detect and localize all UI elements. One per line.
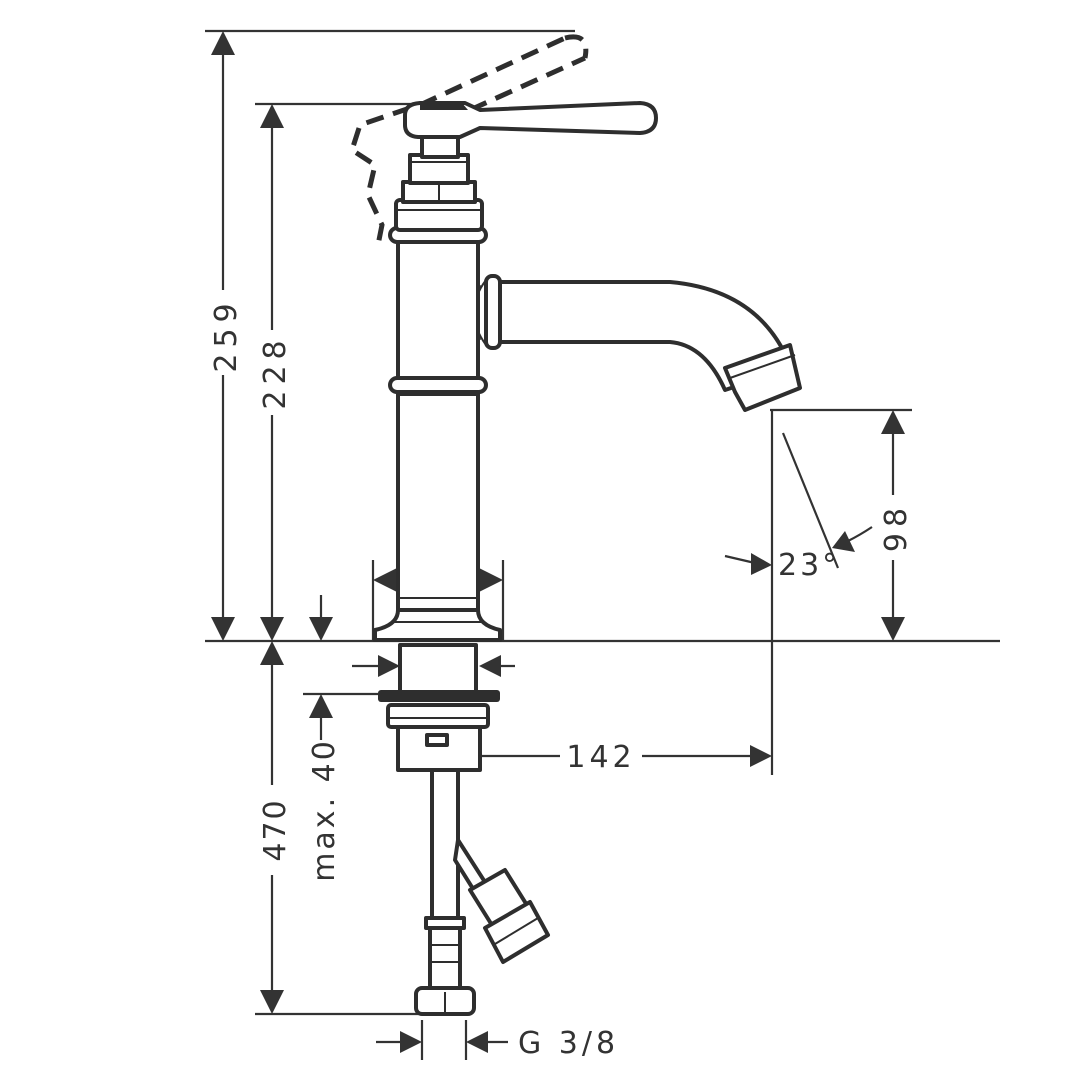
dimension-259: 259 bbox=[209, 31, 244, 641]
dimension-max-40: max. 40 bbox=[307, 694, 342, 882]
dimension-98: 98 bbox=[879, 410, 914, 641]
dim-g38-label: G 3/8 bbox=[518, 1026, 619, 1061]
dim-228-label: 228 bbox=[258, 334, 293, 409]
lever-handle bbox=[403, 101, 658, 139]
lever-raised-dashed bbox=[349, 34, 589, 246]
dimension-470: 470 bbox=[258, 641, 293, 1014]
dim-470-label: 470 bbox=[258, 798, 293, 861]
supply-hoses bbox=[414, 768, 550, 1016]
dim-98-label: 98 bbox=[879, 502, 914, 552]
valve-head bbox=[394, 133, 484, 232]
spout bbox=[473, 274, 802, 412]
faucet-illustration bbox=[349, 34, 802, 1016]
dimension-142: 142 bbox=[441, 740, 772, 775]
dimension-23-degrees: 23° bbox=[724, 432, 873, 583]
extension-lines bbox=[205, 29, 1000, 1016]
dim-259-label: 259 bbox=[209, 297, 244, 372]
dim-142-label: 142 bbox=[566, 740, 635, 775]
countertop-marker-arrow bbox=[309, 595, 333, 641]
dim-23-label: 23° bbox=[778, 548, 840, 583]
dim-max40-label: max. 40 bbox=[307, 738, 342, 882]
dimension-g-3-8: G 3/8 bbox=[376, 1020, 619, 1061]
dimension-228: 228 bbox=[258, 104, 293, 641]
mounting-flange bbox=[378, 643, 500, 772]
